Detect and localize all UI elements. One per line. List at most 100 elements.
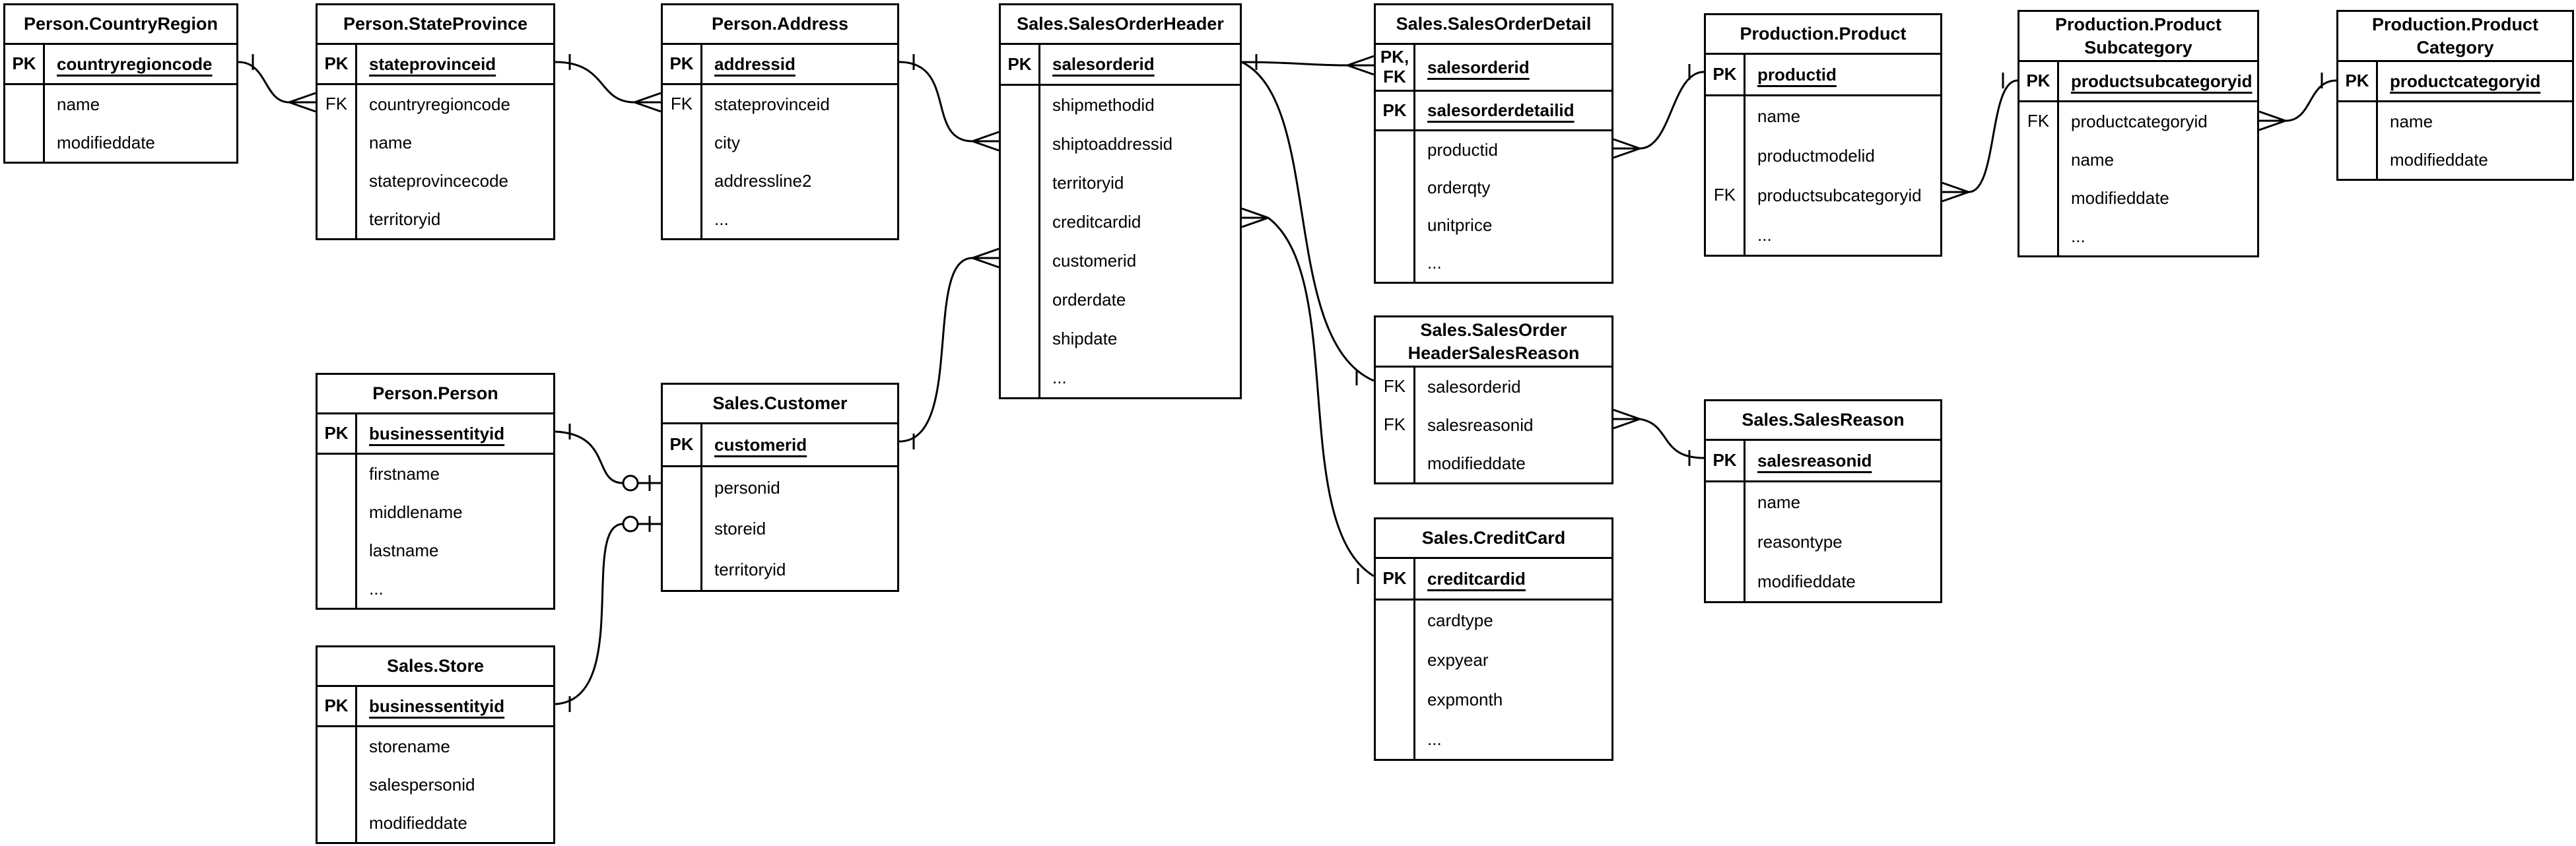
entity-title: Sales.SalesOrderHeader	[1001, 5, 1240, 45]
entity-title: Sales.SalesReason	[1706, 401, 1940, 441]
field-row: ...	[1376, 719, 1611, 759]
field-name-pk: countryregioncode	[57, 53, 213, 74]
field-name-pk: salesorderid	[1052, 54, 1155, 74]
rel-creditcard-salesorderheader	[1268, 216, 1374, 577]
field-name: ...	[1757, 224, 1772, 245]
field-name: territoryid	[714, 559, 786, 579]
key-cell	[2019, 141, 2059, 179]
field-name: expyear	[1427, 649, 1489, 670]
rel-stateprovince-address	[555, 61, 635, 104]
key-cell: PK	[1001, 45, 1040, 84]
entity-title: Sales.SalesOrder HeaderSalesReason	[1376, 317, 1611, 368]
field-row: modifieddate	[1376, 444, 1611, 483]
crow-foot-many-icon	[634, 92, 661, 113]
field-row: PK salesorderid	[1001, 45, 1240, 84]
field-row: ...	[663, 200, 897, 238]
key-cell	[1001, 203, 1040, 242]
field-name-pk: stateprovinceid	[369, 53, 496, 74]
field-name: name	[369, 132, 413, 152]
field-row: modifieddate	[318, 804, 553, 842]
field-row: storename	[318, 727, 553, 765]
key-cell	[1001, 86, 1040, 125]
rel-customer-salesorderheader	[898, 257, 973, 443]
field-row: customerid	[1001, 242, 1240, 280]
rel-productsubcategory-product	[1968, 79, 2018, 193]
zero-circle-icon	[622, 474, 639, 492]
key-cell	[1001, 358, 1040, 397]
field-name: middlename	[369, 502, 463, 522]
field-name: productmodelid	[1757, 145, 1875, 166]
key-cell	[1706, 522, 1746, 562]
rel-store-customer	[555, 523, 624, 705]
field-name: modifieddate	[2390, 149, 2488, 170]
field-name: ...	[1052, 368, 1067, 387]
crow-foot-many-icon	[1613, 408, 1641, 430]
key-cell	[1706, 136, 1746, 176]
field-name-pk: businessentityid	[369, 423, 505, 443]
entity-title: Person.Address	[663, 5, 897, 45]
key-cell: PK	[1706, 55, 1746, 94]
field-name: modifieddate	[1757, 571, 1856, 591]
field-row: territoryid	[1001, 164, 1240, 203]
field-row: cardtype	[1376, 601, 1611, 640]
key-cell	[1001, 319, 1040, 358]
field-name: modifieddate	[369, 812, 467, 833]
field-name: salesreasonid	[1427, 414, 1534, 435]
field-row: city	[663, 123, 897, 162]
field-row: name	[1706, 96, 1940, 136]
field-name: stateprovincecode	[369, 170, 509, 191]
rel-salesorderheader-salesreasonjunction	[1241, 61, 1374, 382]
key-cell	[1001, 125, 1040, 164]
field-name: reasontype	[1757, 531, 1843, 552]
zero-circle-icon	[622, 515, 639, 533]
field-row: name	[2019, 141, 2257, 179]
field-name: shipdate	[1052, 329, 1118, 348]
field-row: ...	[318, 569, 553, 608]
field-row: creditcardid	[1001, 203, 1240, 242]
key-cell: PK, FK	[1376, 45, 1415, 90]
key-cell	[1706, 562, 1746, 601]
field-name: orderqty	[1427, 178, 1491, 197]
field-name: shiptoaddressid	[1052, 134, 1173, 154]
field-row: lastname	[318, 531, 553, 569]
key-cell	[318, 162, 357, 200]
field-row: ...	[1376, 244, 1611, 282]
key-cell	[318, 455, 357, 493]
field-name: shipmethodid	[1052, 95, 1155, 115]
field-row: shiptoaddressid	[1001, 125, 1240, 164]
field-name-pk: salesorderid	[1427, 57, 1530, 77]
key-cell	[663, 162, 702, 200]
entity-title: Production.Product Category	[2338, 12, 2572, 63]
field-row: shipdate	[1001, 319, 1240, 358]
crow-foot-many-icon	[1347, 55, 1374, 76]
field-name-pk: productsubcategoryid	[2071, 71, 2253, 91]
key-cell: FK	[1706, 176, 1746, 215]
field-name: cardtype	[1427, 610, 1493, 630]
key-cell: PK	[1376, 559, 1415, 599]
